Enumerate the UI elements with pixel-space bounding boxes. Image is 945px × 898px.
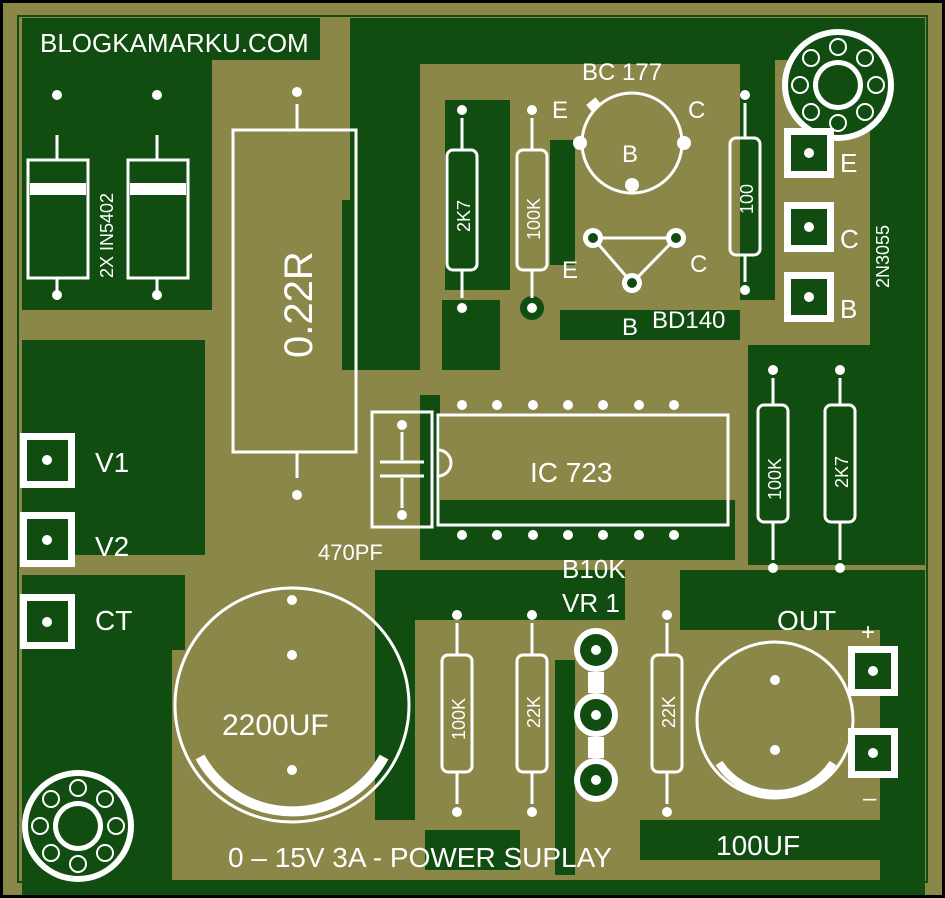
shunt-label: 0.22R: [277, 251, 321, 358]
potentiometer-vr1: B10K VR 1: [562, 554, 626, 802]
pot-value-label: B10K: [562, 554, 626, 584]
r-2k7-top-label: 2K7: [454, 200, 474, 232]
resistor-2k7-top: 2K7: [445, 105, 479, 313]
diode-label: 2X IN5402: [97, 193, 117, 278]
r-2k7-right-label: 2K7: [832, 456, 852, 488]
cap-2200uf-label: 2200UF: [222, 709, 329, 742]
terminal-ct: CT: [20, 594, 132, 649]
terminal-ct-label: CT: [95, 605, 132, 636]
resistor-22k-b: 22K: [650, 610, 684, 817]
capacitor-470pf: 470PF: [318, 410, 434, 565]
bd140-label: BD140: [652, 307, 725, 334]
board-inner-edge: [17, 15, 928, 883]
site-label: BLOGKAMARKU.COM: [40, 28, 309, 58]
2n3055-e: E: [840, 148, 857, 178]
resistor-100k-top: 100K: [515, 105, 549, 320]
2n3055-label: 2N3055: [873, 225, 893, 288]
terminal-v2-label: V2: [95, 531, 129, 562]
r-22k-a-label: 22K: [524, 696, 544, 728]
bc177-b: B: [622, 141, 638, 168]
bd140-b: B: [622, 314, 638, 341]
bc177-c: C: [688, 97, 705, 124]
bc177-label: BC 177: [582, 59, 662, 86]
ic-label: IC 723: [530, 457, 613, 488]
r-22k-b-label: 22K: [659, 696, 679, 728]
out-minus: –: [863, 785, 877, 812]
2n3055-b: B: [840, 294, 857, 324]
resistor-100k-bottom: 100K: [440, 610, 474, 817]
2n3055-c: C: [840, 224, 859, 254]
pot-name-label: VR 1: [562, 588, 620, 618]
resistor-2k7-right: 2K7: [823, 365, 857, 573]
capacitor-2200uf: 2200UF: [173, 586, 411, 824]
mounting-hole-bottom-left: [22, 770, 134, 882]
bc177-e: E: [552, 97, 568, 124]
r-100-label: 100: [737, 184, 757, 214]
out-label: OUT: [777, 605, 836, 636]
terminal-out: OUT + –: [777, 605, 898, 812]
resistor-100k-right: 100K: [756, 365, 790, 573]
out-plus: +: [861, 619, 875, 646]
ic-723: IC 723: [436, 400, 730, 540]
shunt-resistor: 0.22R: [231, 87, 358, 500]
r-100k-right-label: 100K: [765, 458, 785, 500]
terminal-v1: V1: [20, 433, 129, 488]
transistor-2n3055: E C B 2N3055: [784, 128, 893, 324]
r-100k-top-label: 100K: [524, 198, 544, 240]
resistor-22k-a: 22K: [515, 610, 549, 817]
transistor-bd140: E C B BD140: [562, 228, 725, 341]
bd140-c: C: [690, 251, 707, 278]
cap-470pf-label: 470PF: [318, 540, 383, 565]
mounting-hole-top-right: [782, 29, 894, 141]
transistor-bc177: BC 177 E C B: [552, 59, 705, 195]
cap-100uf-label: 100UF: [716, 830, 800, 861]
terminal-v1-label: V1: [95, 447, 129, 478]
diode-pair: 2X IN5402: [26, 90, 190, 300]
r-100k-bottom-label: 100K: [449, 698, 469, 740]
board-title: 0 – 15V 3A - POWER SUPLAY: [228, 842, 612, 873]
resistor-100: 100: [728, 90, 762, 295]
bd140-e: E: [562, 257, 578, 284]
capacitor-100uf: 100UF: [695, 640, 855, 861]
terminal-v2: V2: [20, 512, 129, 567]
